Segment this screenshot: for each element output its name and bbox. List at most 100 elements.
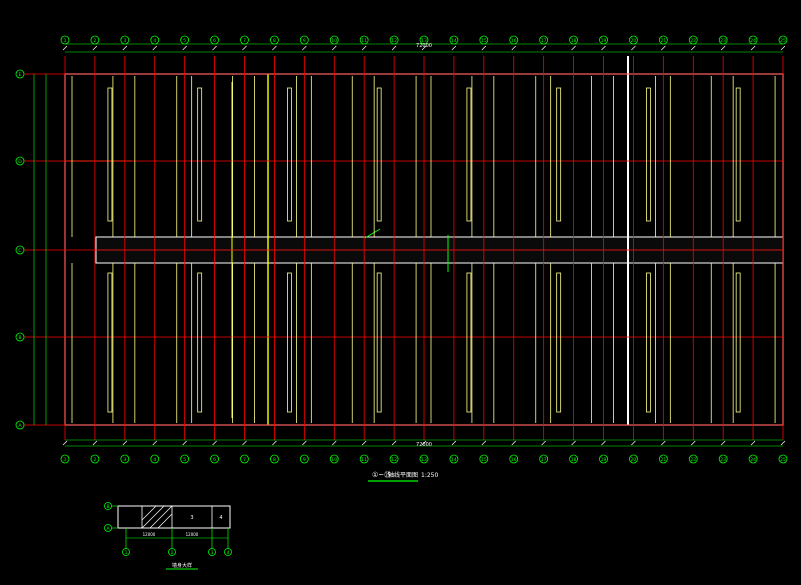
axis-bubble-top-16-label: 16 — [511, 38, 517, 44]
dimension-tick — [361, 440, 367, 446]
axis-bubble-bottom-10: 10 — [329, 454, 339, 464]
axis-bubble-bottom-3: 3 — [120, 454, 130, 464]
axis-bubble-bottom-5-label: 5 — [183, 457, 186, 463]
dimension-tick — [541, 45, 546, 51]
wall-slot-upper — [466, 87, 472, 222]
detail-axis-bubble-1-label: 1 — [125, 550, 128, 556]
axis-bubble-bottom-13: 13 — [419, 454, 429, 464]
axis-bubble-row-B: B — [15, 332, 25, 342]
axis-bubble-top-22-label: 22 — [690, 38, 696, 44]
dimension-tick — [451, 440, 457, 446]
axis-bubble-top-12: 12 — [389, 35, 399, 45]
axis-bubble-bottom-4-label: 4 — [153, 457, 156, 463]
axis-bubble-top-20: 20 — [629, 35, 638, 45]
axis-bubble-bottom-3-label: 3 — [123, 457, 126, 463]
axis-bubble-top-4: 4 — [150, 35, 160, 45]
dimension-tick — [631, 45, 636, 51]
axis-bubble-bottom-12: 12 — [389, 454, 399, 464]
axis-bubble-top-3: 3 — [120, 35, 130, 45]
caption-title: 轴线平面图 — [388, 471, 418, 479]
axis-bubble-row-E: E — [15, 69, 25, 79]
wall-slot-upper — [107, 87, 113, 222]
dimension-tick — [272, 440, 277, 446]
axis-bubble-top-10-label: 10 — [331, 38, 337, 44]
axis-bubble-bottom-6-label: 6 — [213, 457, 216, 463]
axis-bubble-top-15: 15 — [479, 35, 489, 45]
dimension-tick — [391, 45, 397, 51]
caption-scale: 1:250 — [421, 472, 438, 479]
axis-bubble-top-3-label: 3 — [123, 38, 126, 44]
axis-bubble-bottom-7: 7 — [240, 454, 249, 464]
axis-bubble-row-D-label: D — [18, 159, 22, 165]
axis-bubble-bottom-1: 1 — [60, 454, 70, 464]
axis-bubble-top-21-label: 21 — [660, 38, 666, 44]
axis-bubble-row-D: D — [15, 156, 25, 166]
detail-axis-bubble-4: 4 — [224, 548, 232, 556]
axis-bubble-bottom-22-label: 22 — [690, 457, 696, 463]
wall-slot-lower — [556, 272, 562, 413]
axis-bubble-top-15-label: 15 — [481, 38, 487, 44]
axis-bubble-bottom-10-label: 10 — [331, 457, 337, 463]
axis-bubble-bottom-16: 16 — [509, 454, 519, 464]
wall-slot-upper — [376, 87, 382, 222]
dimension-tick — [571, 440, 576, 446]
top-total-dimension: 72000 — [416, 43, 432, 49]
axis-bubble-top-7: 7 — [240, 35, 249, 45]
axis-bubble-top-18: 18 — [569, 35, 578, 45]
axis-bubble-top-21: 21 — [658, 35, 668, 45]
dimension-tick — [511, 45, 516, 51]
detail-dim-b: 12000 — [186, 532, 199, 537]
axis-bubble-top-1: 1 — [60, 35, 70, 45]
dimension-tick — [631, 440, 636, 446]
axis-bubble-bottom-15: 15 — [479, 454, 489, 464]
axis-bubble-row-C-label: C — [18, 248, 21, 254]
axis-bubble-row-E-label: E — [19, 72, 22, 78]
wall-slot-upper — [197, 87, 203, 222]
axis-bubble-bottom-19: 19 — [599, 454, 608, 464]
dimension-tick — [750, 45, 756, 51]
axis-bubble-bottom-9: 9 — [299, 454, 309, 464]
axis-bubble-bottom-22: 22 — [688, 454, 698, 464]
axis-bubble-top-7-label: 7 — [243, 38, 246, 44]
axis-bubble-bottom-2-label: 2 — [93, 457, 96, 463]
axis-bubble-top-25: 25 — [778, 35, 788, 45]
axis-bubble-top-20-label: 20 — [631, 38, 637, 44]
axis-bubble-top-13: 13 — [419, 35, 429, 45]
axis-bubble-top-8: 8 — [270, 35, 279, 45]
dimension-tick — [182, 440, 187, 446]
axis-bubble-bottom-14-label: 14 — [451, 457, 457, 463]
axis-bubble-bottom-24-label: 24 — [750, 457, 756, 463]
axis-bubble-row-C: C — [15, 245, 25, 255]
axis-bubble-top-25-label: 25 — [780, 38, 786, 44]
axis-bubble-top-2: 2 — [90, 35, 100, 45]
dimension-tick — [780, 45, 786, 51]
dimension-tick — [451, 45, 457, 51]
axis-bubble-top-14: 14 — [449, 35, 459, 45]
dimension-tick — [421, 45, 427, 51]
caption-axis-range: ①~㉕ — [372, 471, 391, 479]
axis-bubble-row-A: A — [15, 420, 25, 430]
dimension-tick — [212, 45, 217, 51]
dimension-tick — [481, 440, 487, 446]
axis-bubble-top-22: 22 — [688, 35, 698, 45]
axis-bubble-bottom-21-label: 21 — [660, 457, 666, 463]
axis-bubble-bottom-19-label: 19 — [601, 457, 607, 463]
dimension-tick — [601, 45, 606, 51]
dimension-tick — [122, 440, 128, 446]
axis-bubble-top-24: 24 — [748, 35, 758, 45]
axis-bubble-bottom-5: 5 — [180, 454, 190, 464]
axis-bubble-bottom-14: 14 — [449, 454, 459, 464]
dimension-tick — [242, 440, 247, 446]
axis-bubble-top-17-label: 17 — [541, 38, 547, 44]
axis-bubble-bottom-8-label: 8 — [273, 457, 276, 463]
axis-bubble-bottom-21: 21 — [658, 454, 668, 464]
wall-slot-lower — [646, 272, 651, 413]
dimension-tick — [421, 440, 427, 446]
axis-bubble-row-A-label: A — [18, 423, 22, 429]
axis-bubble-bottom-2: 2 — [90, 454, 100, 464]
axis-bubble-top-17: 17 — [539, 35, 549, 45]
walls — [71, 76, 776, 423]
bottom-total-dimension: 72000 — [416, 442, 432, 448]
detail-axis-bubble-4-label: 4 — [227, 550, 230, 556]
